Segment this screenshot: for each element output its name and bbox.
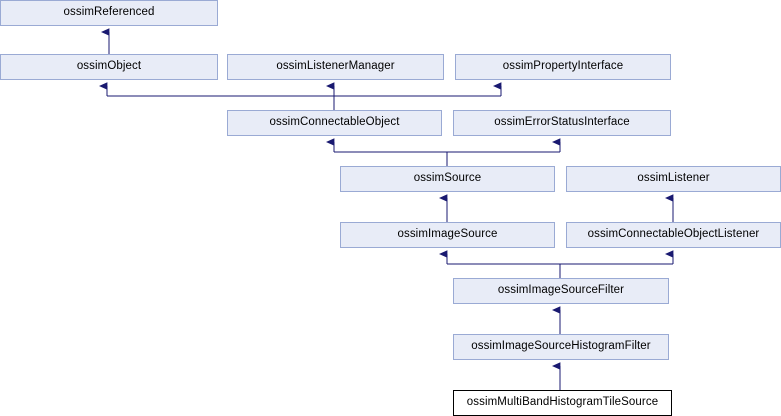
class-node-ossimImageSourceHistogramFilter[interactable]: ossimImageSourceHistogramFilter	[453, 334, 669, 360]
class-node-ossimMultiBandHistogramTileSource[interactable]: ossimMultiBandHistogramTileSource	[453, 390, 672, 416]
class-node-ossimConnectableObjectListener[interactable]: ossimConnectableObjectListener	[566, 222, 781, 248]
class-node-ossimObject[interactable]: ossimObject	[0, 54, 218, 80]
class-node-ossimErrorStatusInterface[interactable]: ossimErrorStatusInterface	[453, 110, 671, 136]
class-node-ossimImageSource[interactable]: ossimImageSource	[340, 222, 555, 248]
class-node-ossimPropertyInterface[interactable]: ossimPropertyInterface	[455, 54, 671, 80]
class-node-ossimListenerManager[interactable]: ossimListenerManager	[227, 54, 444, 80]
class-node-ossimConnectableObject[interactable]: ossimConnectableObject	[227, 110, 442, 136]
class-node-ossimListener[interactable]: ossimListener	[566, 166, 781, 192]
class-node-ossimSource[interactable]: ossimSource	[340, 166, 555, 192]
class-node-ossimImageSourceFilter[interactable]: ossimImageSourceFilter	[453, 278, 669, 304]
class-node-ossimReferenced[interactable]: ossimReferenced	[0, 0, 218, 26]
